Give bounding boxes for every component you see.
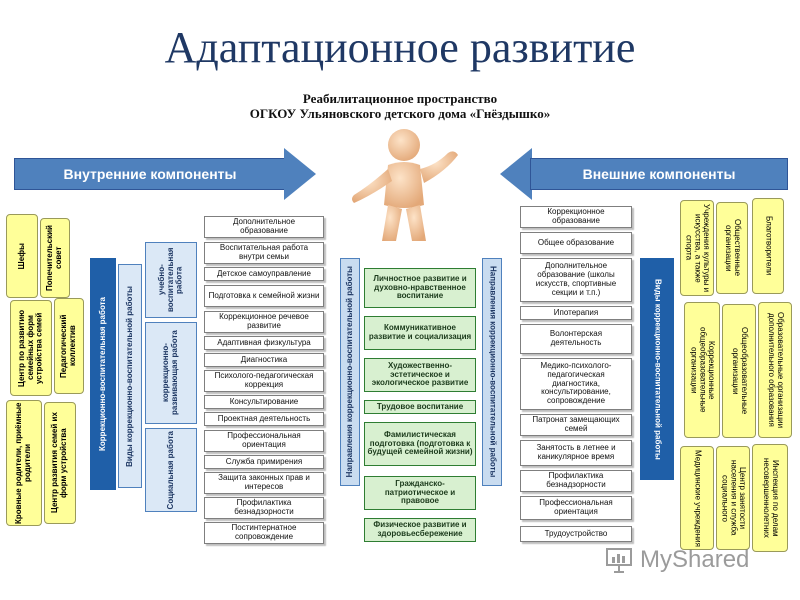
outer-components-arrow: Внешние компоненты	[500, 148, 790, 200]
yellow-box-family-development: Центр развития семей их форм устройства	[44, 402, 76, 524]
arrow-left-icon	[500, 148, 532, 200]
inner-item-10: Проектная деятельность	[204, 412, 324, 426]
presentation-icon	[606, 548, 632, 573]
inner-item-5: Коррекционное речевое развитие	[204, 311, 324, 333]
inner-item-9: Консультирование	[204, 395, 324, 409]
outer-item-2: Общее образование	[520, 232, 632, 254]
subtitle-line-1: Реабилитационное пространство	[302, 91, 498, 106]
inner-item-3: Детское самоуправление	[204, 267, 324, 281]
yellow-box-culture: Учреждения культуры и искусства, а также…	[680, 200, 714, 296]
outer-item-11: Трудоустройство	[520, 526, 632, 542]
inner-item-6: Адаптивная физкультура	[204, 336, 324, 350]
watermark-text: MyShared	[640, 546, 750, 573]
yellow-box-employment: Центр занятости населения и служба социа…	[716, 446, 750, 550]
direction-labour: Трудовое воспитание	[364, 400, 476, 414]
outer-item-1: Коррекционное образование	[520, 206, 632, 228]
inner-item-13: Защита законных прав и интересов	[204, 472, 324, 494]
yellow-box-parents: Кровные родители, приёмные родители	[6, 400, 42, 526]
inner-item-1: Дополнительное образование	[204, 216, 324, 238]
direction-family-preparation: Фамилистическая подготовка (подготовка к…	[364, 422, 476, 466]
section-developmental: коррекционно-развивающая работа	[145, 322, 197, 424]
person-figure-icon	[352, 129, 458, 241]
direction-communication: Коммуникативное развитие и социализация	[364, 316, 476, 350]
outer-components-label: Внешние компоненты	[530, 158, 788, 190]
inner-item-14: Профилактика безнадзорности	[204, 497, 324, 519]
inner-item-4: Подготовка к семейной жизни	[204, 285, 324, 307]
correction-work-bar: Коррекционно-воспитательная работа	[90, 258, 116, 490]
outer-item-6: Медико-психолого-педагогическая диагност…	[520, 358, 632, 410]
yellow-box-additional-education: Образовательные организации дополнительн…	[758, 302, 792, 438]
outer-item-4: Ипотерапия	[520, 306, 632, 320]
yellow-box-correction-schools: Коррекционные общеобразовательные органи…	[684, 302, 720, 438]
yellow-box-teachers: Педагогический коллектив	[54, 298, 84, 394]
outer-item-7: Патронат замещающих семей	[520, 414, 632, 436]
inner-components-arrow: Внутренние компоненты	[14, 148, 316, 200]
inner-components-label: Внутренние компоненты	[14, 158, 286, 190]
subtitle-line-2: ОГКОУ Ульяновского детского дома «Гнёзды…	[249, 106, 551, 121]
page-title: Адаптационное развитие	[164, 23, 636, 72]
inner-item-8: Психолого-педагогическая коррекция	[204, 370, 324, 392]
watermark: MyShared	[604, 540, 794, 580]
yellow-box-public-orgs: Общественные организации	[716, 202, 748, 294]
outer-item-10: Профессиональная ориентация	[520, 496, 632, 520]
section-social: Социальная работа	[145, 428, 197, 512]
correction-types-bar: Виды коррекционно-воспитательной работы	[118, 264, 142, 488]
outer-item-9: Профилактика безнадзорности	[520, 470, 632, 492]
section-educational: учебно-воспитательная работа	[145, 242, 197, 318]
inner-item-11: Профессиональная ориентация	[204, 430, 324, 452]
center-left-vertical-bar: Направления коррекционно-воспитательной …	[340, 258, 360, 486]
yellow-box-schools: Общеобразовательные организации	[722, 304, 756, 438]
yellow-box-medical: Медицинские учреждения	[680, 446, 714, 550]
yellow-box-benefactors: Благотворители	[752, 198, 784, 294]
center-right-vertical-bar: Направления коррекционно-воспитательной …	[482, 258, 502, 486]
arrow-right-icon	[284, 148, 316, 200]
direction-aesthetic: Художественно-эстетическое и экологическ…	[364, 358, 476, 392]
outer-item-3: Дополнительное образование (школы искусс…	[520, 258, 632, 302]
yellow-box-trustee-council: Попечительский совет	[40, 218, 70, 298]
yellow-box-family-center: Центр по развитию семейных форм устройст…	[10, 300, 52, 396]
yellow-box-inspection: Инспекция по делам несовершеннолетних	[752, 444, 788, 552]
direction-personal-development: Личностное развитие и духовно-нравственн…	[364, 268, 476, 308]
direction-civic: Гражданско-патриотическое и правовое	[364, 476, 476, 510]
outer-item-5: Волонтерская деятельность	[520, 324, 632, 354]
inner-item-2: Воспитательная работа внутри семьи	[204, 242, 324, 264]
inner-item-7: Диагностика	[204, 353, 324, 367]
inner-item-12: Служба примирения	[204, 455, 324, 469]
inner-item-15: Постинтернатное сопровождение	[204, 522, 324, 544]
yellow-box-shefy: Шефы	[6, 214, 38, 298]
outer-item-8: Занятость в летнее и каникулярное время	[520, 440, 632, 466]
direction-physical: Физическое развитие и здоровьесбережение	[364, 518, 476, 542]
right-correction-types-bar: Виды коррекционно-воспитательной работы	[640, 258, 674, 480]
